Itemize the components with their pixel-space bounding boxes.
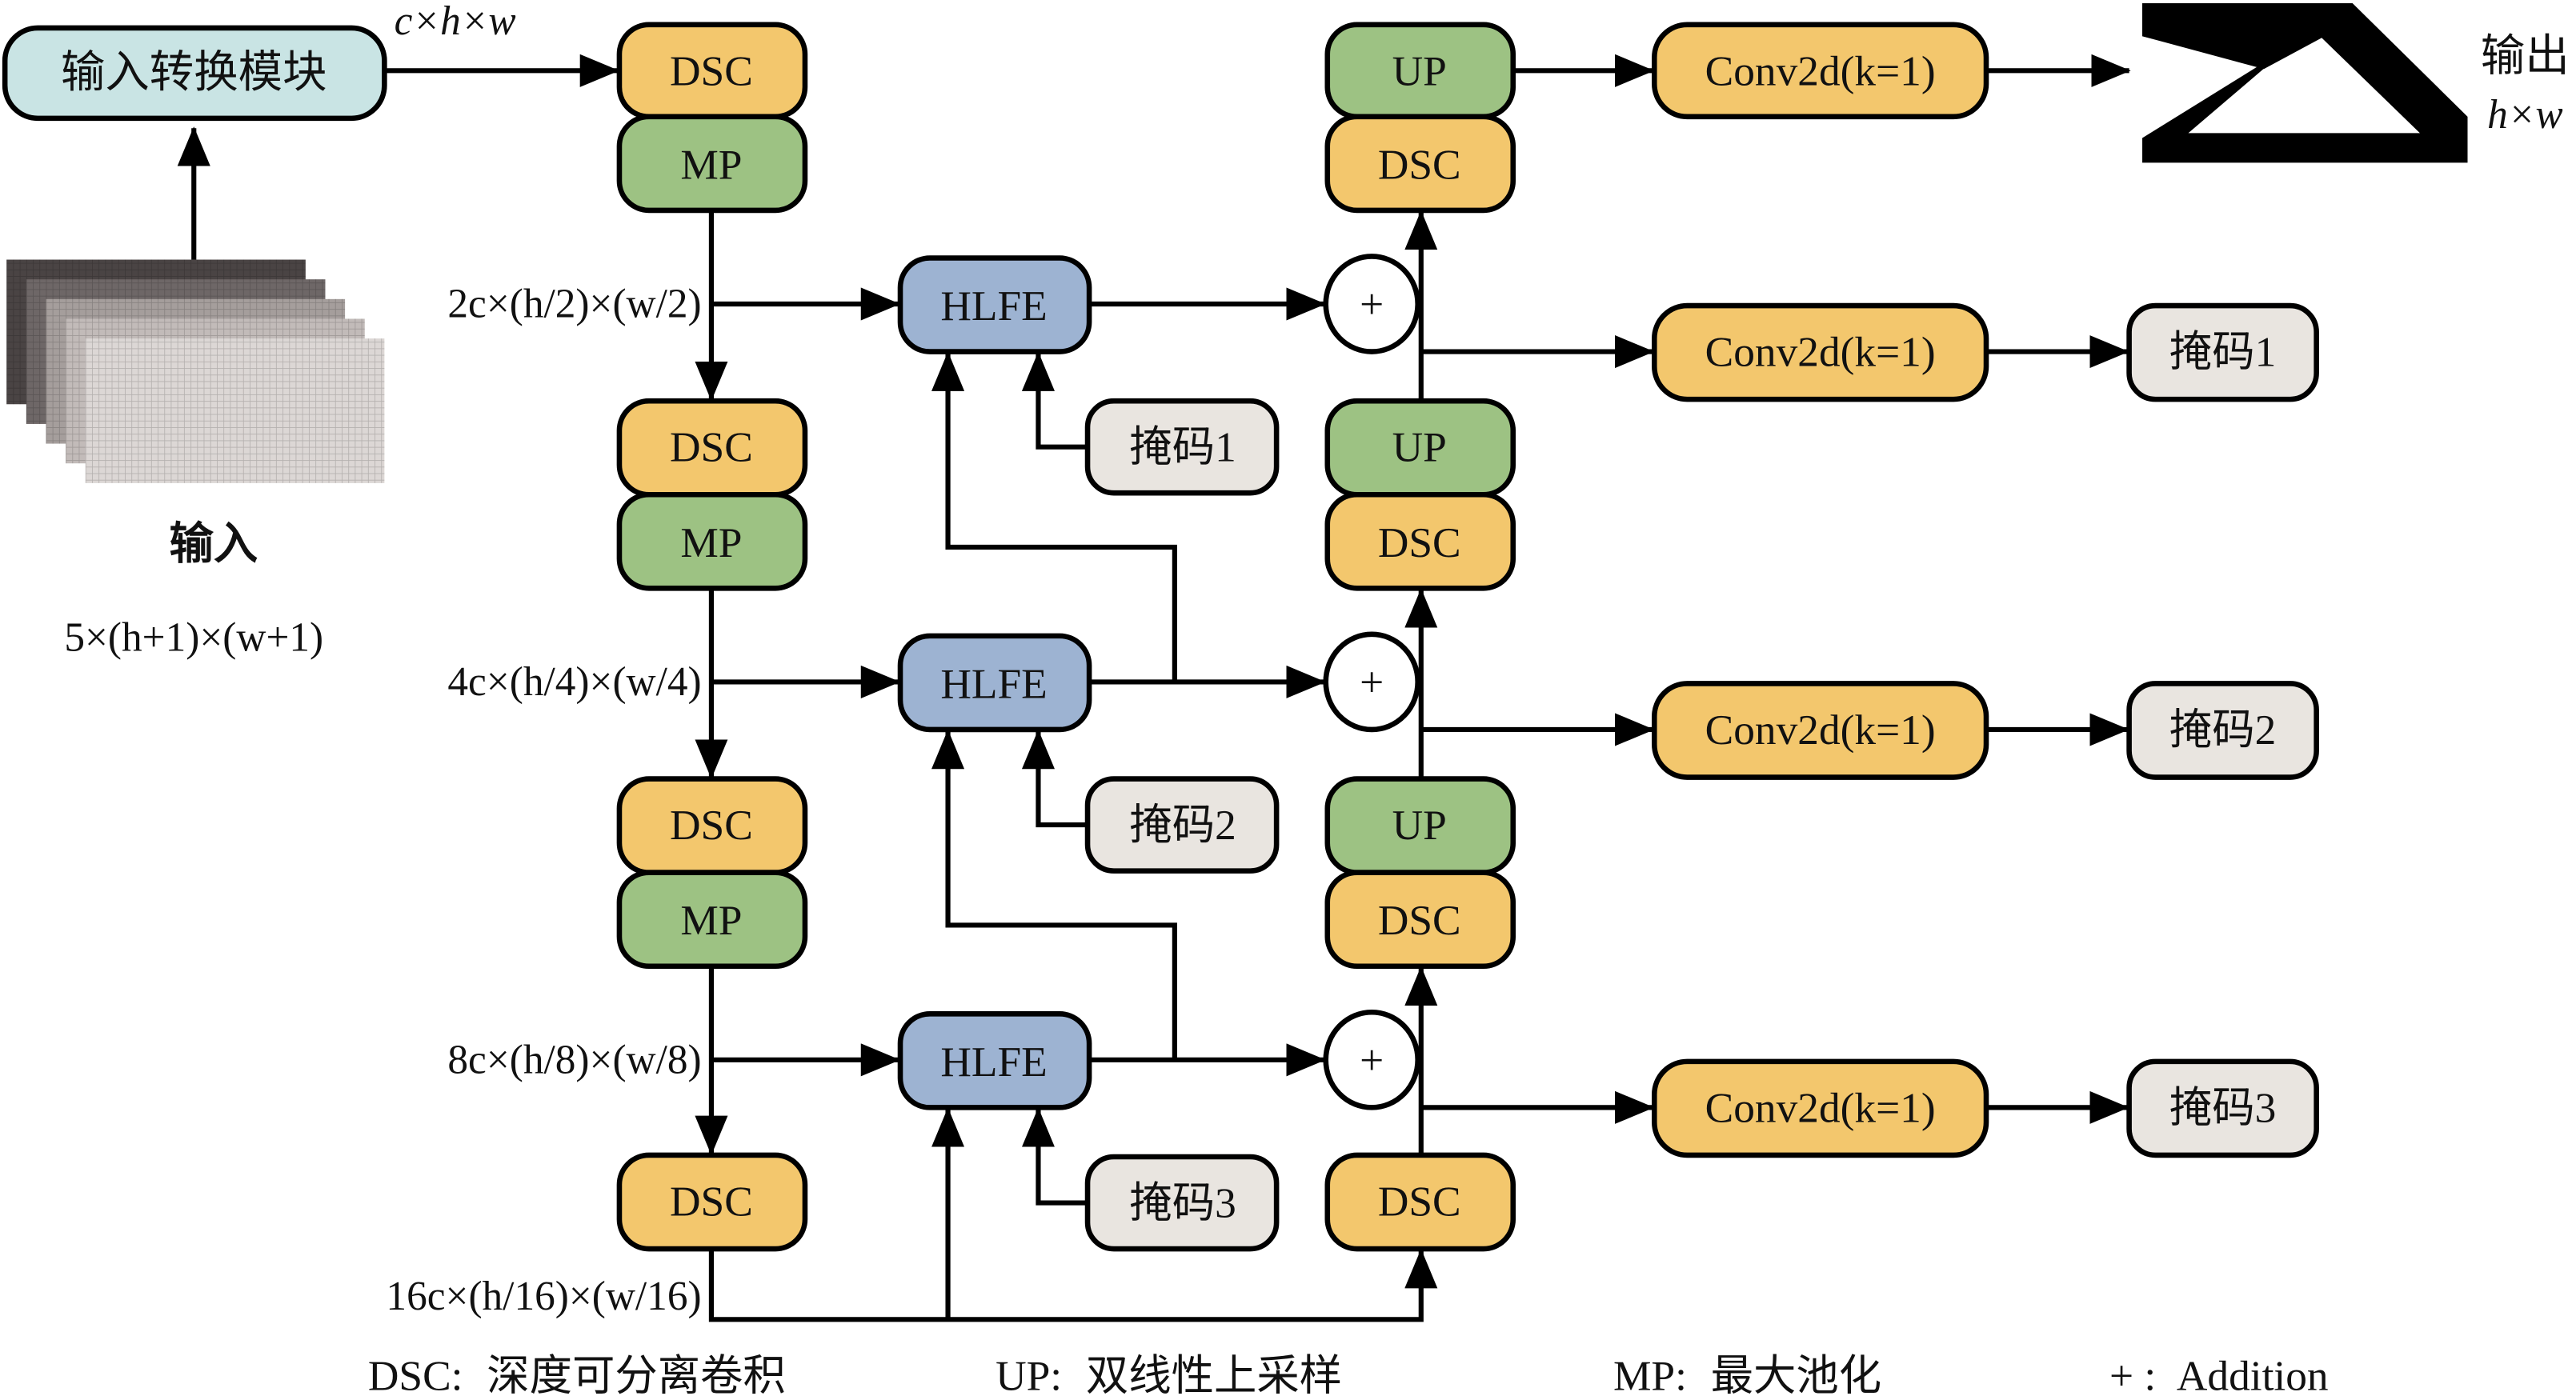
encoder-1-mp-label: MP	[680, 140, 742, 188]
edge-label-level1: 2c×(h/2)×(w/2)	[447, 281, 701, 326]
encoder-block-4: DSC	[616, 1152, 808, 1252]
add-symbol: +	[1360, 280, 1384, 328]
legend-item-up: UP: 双线性上采样	[996, 1352, 1342, 1400]
edge-mask3-to-hlfe3	[1021, 1107, 1088, 1206]
decoder-block-4: DSC	[1324, 1152, 1516, 1252]
hlfe-3-label: HLFE	[940, 1038, 1047, 1086]
conv-head-3: Conv2d(k=1)	[1652, 1058, 1989, 1158]
mask-input-1-label: 掩码1	[1129, 423, 1236, 471]
add-symbol: +	[1360, 1036, 1384, 1084]
decoder-1-dsc-label: DSC	[1378, 140, 1461, 188]
mask-input-3-label: 掩码3	[1129, 1179, 1236, 1227]
legend-item-mp: MP: 最大池化	[1613, 1352, 1881, 1400]
svg-text:MP: 最大池化: MP: 最大池化	[1613, 1352, 1881, 1400]
edge-bottleneck-to-decoder	[708, 1249, 1438, 1322]
svg-text:UP: 双线性上采样: UP: 双线性上采样	[996, 1352, 1342, 1400]
legend-value: 双线性上采样	[1086, 1352, 1342, 1400]
encoder-4-dsc-label: DSC	[670, 1177, 753, 1225]
hlfe-1-label: HLFE	[940, 282, 1047, 330]
edge-label-level0: c×h×w	[395, 0, 516, 44]
decoder-block-2: UP DSC	[1324, 398, 1516, 591]
hlfe-module-3: HLFE	[897, 1011, 1092, 1110]
legend-item-add: + : Addition	[2109, 1352, 2329, 1400]
svg-text:DSC: 深度可分离卷积: DSC: 深度可分离卷积	[368, 1352, 786, 1400]
decoder-block-3: UP DSC	[1324, 776, 1516, 970]
mask-output-2-label: 掩码2	[2169, 706, 2276, 754]
input-transform-module: 输入转换模块	[2, 25, 387, 122]
decoder-4-dsc-label: DSC	[1378, 1177, 1461, 1225]
output-title: 输出	[2481, 31, 2570, 80]
output-shape-label: h×w	[2487, 92, 2563, 138]
input-shape-label: 5×(h+1)×(w+1)	[64, 614, 323, 660]
hlfe-module-2: HLFE	[897, 633, 1092, 733]
conv-head-2-label: Conv2d(k=1)	[1705, 706, 1936, 754]
legend-value: 深度可分离卷积	[487, 1352, 786, 1400]
svg-text:+ : Addition: + : Addition	[2109, 1352, 2329, 1400]
add-node-2: +	[1323, 631, 1420, 733]
mask-output-1: 掩码1	[2126, 302, 2319, 402]
conv-head-0-label: Conv2d(k=1)	[1705, 46, 1936, 94]
encoder-block-2: DSC MP	[616, 398, 808, 591]
decoder-block-1: UP DSC	[1324, 22, 1516, 214]
conv-head-2: Conv2d(k=1)	[1652, 681, 1989, 780]
edge-label-level3: 8c×(h/8)×(w/8)	[447, 1037, 701, 1082]
mask-input-1: 掩码1	[1084, 398, 1280, 496]
edge-hlfe2-to-hlfe1	[931, 351, 1177, 682]
encoder-block-3: DSC MP	[616, 776, 808, 970]
encoder-3-mp-label: MP	[680, 896, 742, 944]
encoder-3-dsc-label: DSC	[670, 801, 753, 849]
legend-key: DSC:	[368, 1352, 463, 1400]
encoder-1-dsc-label: DSC	[670, 46, 753, 94]
edge-label-level4: 16c×(h/16)×(w/16)	[386, 1274, 701, 1319]
legend-value: Addition	[2177, 1352, 2329, 1400]
legend-key: + :	[2109, 1352, 2156, 1400]
conv-head-1: Conv2d(k=1)	[1652, 302, 1989, 402]
decoder-3-dsc-label: DSC	[1378, 896, 1461, 944]
conv-head-0: Conv2d(k=1)	[1652, 22, 1989, 120]
mask-output-2: 掩码2	[2126, 681, 2319, 780]
edge-hlfe3-to-hlfe2	[931, 729, 1177, 1060]
mask-output-3: 掩码3	[2126, 1058, 2319, 1158]
edge-label-level2: 4c×(h/4)×(w/4)	[447, 659, 701, 705]
input-transform-label: 输入转换模块	[61, 48, 327, 97]
hlfe-2-label: HLFE	[940, 659, 1047, 707]
input-title: 输入	[169, 519, 258, 568]
mask-input-2-label: 掩码2	[1129, 801, 1236, 849]
conv-head-1-label: Conv2d(k=1)	[1705, 328, 1936, 376]
mask-input-2: 掩码2	[1084, 776, 1280, 874]
hlfe-module-1: HLFE	[897, 255, 1092, 354]
encoder-block-1: DSC MP	[616, 22, 808, 214]
conv-head-3-label: Conv2d(k=1)	[1705, 1083, 1936, 1131]
edge-mask2-to-hlfe2	[1021, 729, 1088, 828]
decoder-1-up-label: UP	[1392, 46, 1447, 94]
add-symbol: +	[1360, 658, 1384, 706]
mask-input-3: 掩码3	[1084, 1154, 1280, 1252]
encoder-2-dsc-label: DSC	[670, 423, 753, 471]
decoder-2-up-label: UP	[1392, 423, 1447, 471]
legend-key: MP:	[1613, 1352, 1687, 1400]
output-structure-image	[2142, 3, 2468, 163]
add-node-1: +	[1323, 254, 1420, 354]
encoder-2-mp-label: MP	[680, 518, 742, 566]
add-node-3: +	[1323, 1009, 1420, 1110]
legend-key: UP:	[996, 1352, 1062, 1400]
mask-output-1-label: 掩码1	[2169, 328, 2276, 376]
input-image-stack	[6, 259, 385, 483]
decoder-3-up-label: UP	[1392, 801, 1447, 849]
edge-mask1-to-hlfe1	[1021, 351, 1088, 450]
decoder-2-dsc-label: DSC	[1378, 518, 1461, 566]
legend-item-dsc: DSC: 深度可分离卷积	[368, 1352, 786, 1400]
mask-output-3-label: 掩码3	[2169, 1083, 2276, 1131]
legend: DSC: 深度可分离卷积 UP: 双线性上采样 MP: 最大池化 + : Add…	[368, 1352, 2329, 1400]
legend-value: 最大池化	[1711, 1352, 1881, 1400]
